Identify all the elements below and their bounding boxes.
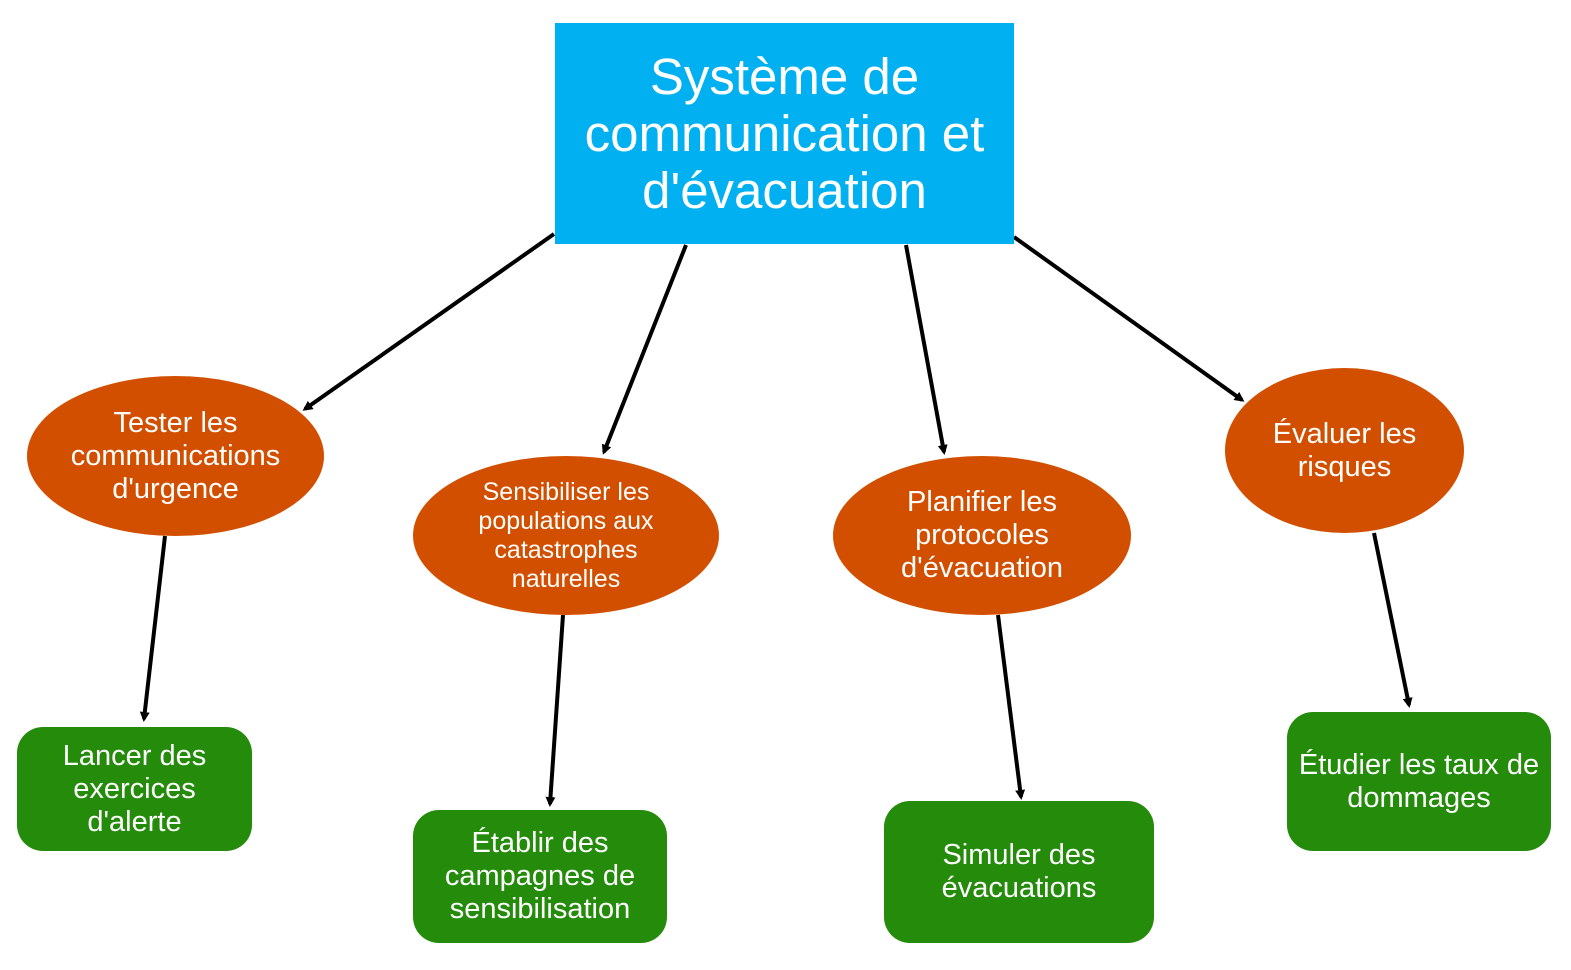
action-node-simuler: Simuler des évacuations	[884, 801, 1154, 943]
arrow-tester-to-lancer	[139, 535, 167, 722]
category-node-label: Tester les communications d'urgence	[70, 406, 281, 505]
category-node-label: Évaluer les risques	[1272, 417, 1417, 483]
arrow-planifier-to-simuler	[996, 614, 1026, 800]
arrow-evaluer-to-etudier	[1372, 532, 1413, 708]
arrow-root-to-planifier	[904, 244, 948, 455]
arrow-root-to-sensibiliser	[601, 244, 688, 455]
action-node-label: Simuler des évacuations	[941, 839, 1097, 904]
action-node-label: Étudier les taux de dommages	[1298, 748, 1540, 814]
action-node-lancer: Lancer des exercices d'alerte	[17, 727, 252, 851]
action-node-etudier: Étudier les taux de dommages	[1287, 712, 1551, 851]
arrow-root-to-evaluer	[1012, 235, 1245, 402]
category-node-label: Sensibiliser les populations aux catastr…	[478, 477, 654, 593]
category-node-tester: Tester les communications d'urgence	[27, 376, 324, 536]
arrow-sensibiliser-to-etablir	[545, 614, 565, 807]
category-node-label: Planifier les protocoles d'évacuation	[901, 486, 1063, 584]
category-node-sensibiliser: Sensibiliser les populations aux catastr…	[413, 456, 719, 615]
category-node-evaluer: Évaluer les risques	[1225, 368, 1464, 533]
root-node-label: Système de communication et d'évacuation	[584, 48, 985, 219]
action-node-etablir: Établir des campagnes de sensibilisation	[413, 810, 667, 943]
category-node-planifier: Planifier les protocoles d'évacuation	[833, 456, 1131, 615]
arrow-root-to-tester	[302, 232, 556, 411]
action-node-label: Établir des campagnes de sensibilisation	[444, 827, 636, 925]
action-node-label: Lancer des exercices d'alerte	[62, 739, 207, 838]
root-node: Système de communication et d'évacuation	[555, 23, 1014, 244]
